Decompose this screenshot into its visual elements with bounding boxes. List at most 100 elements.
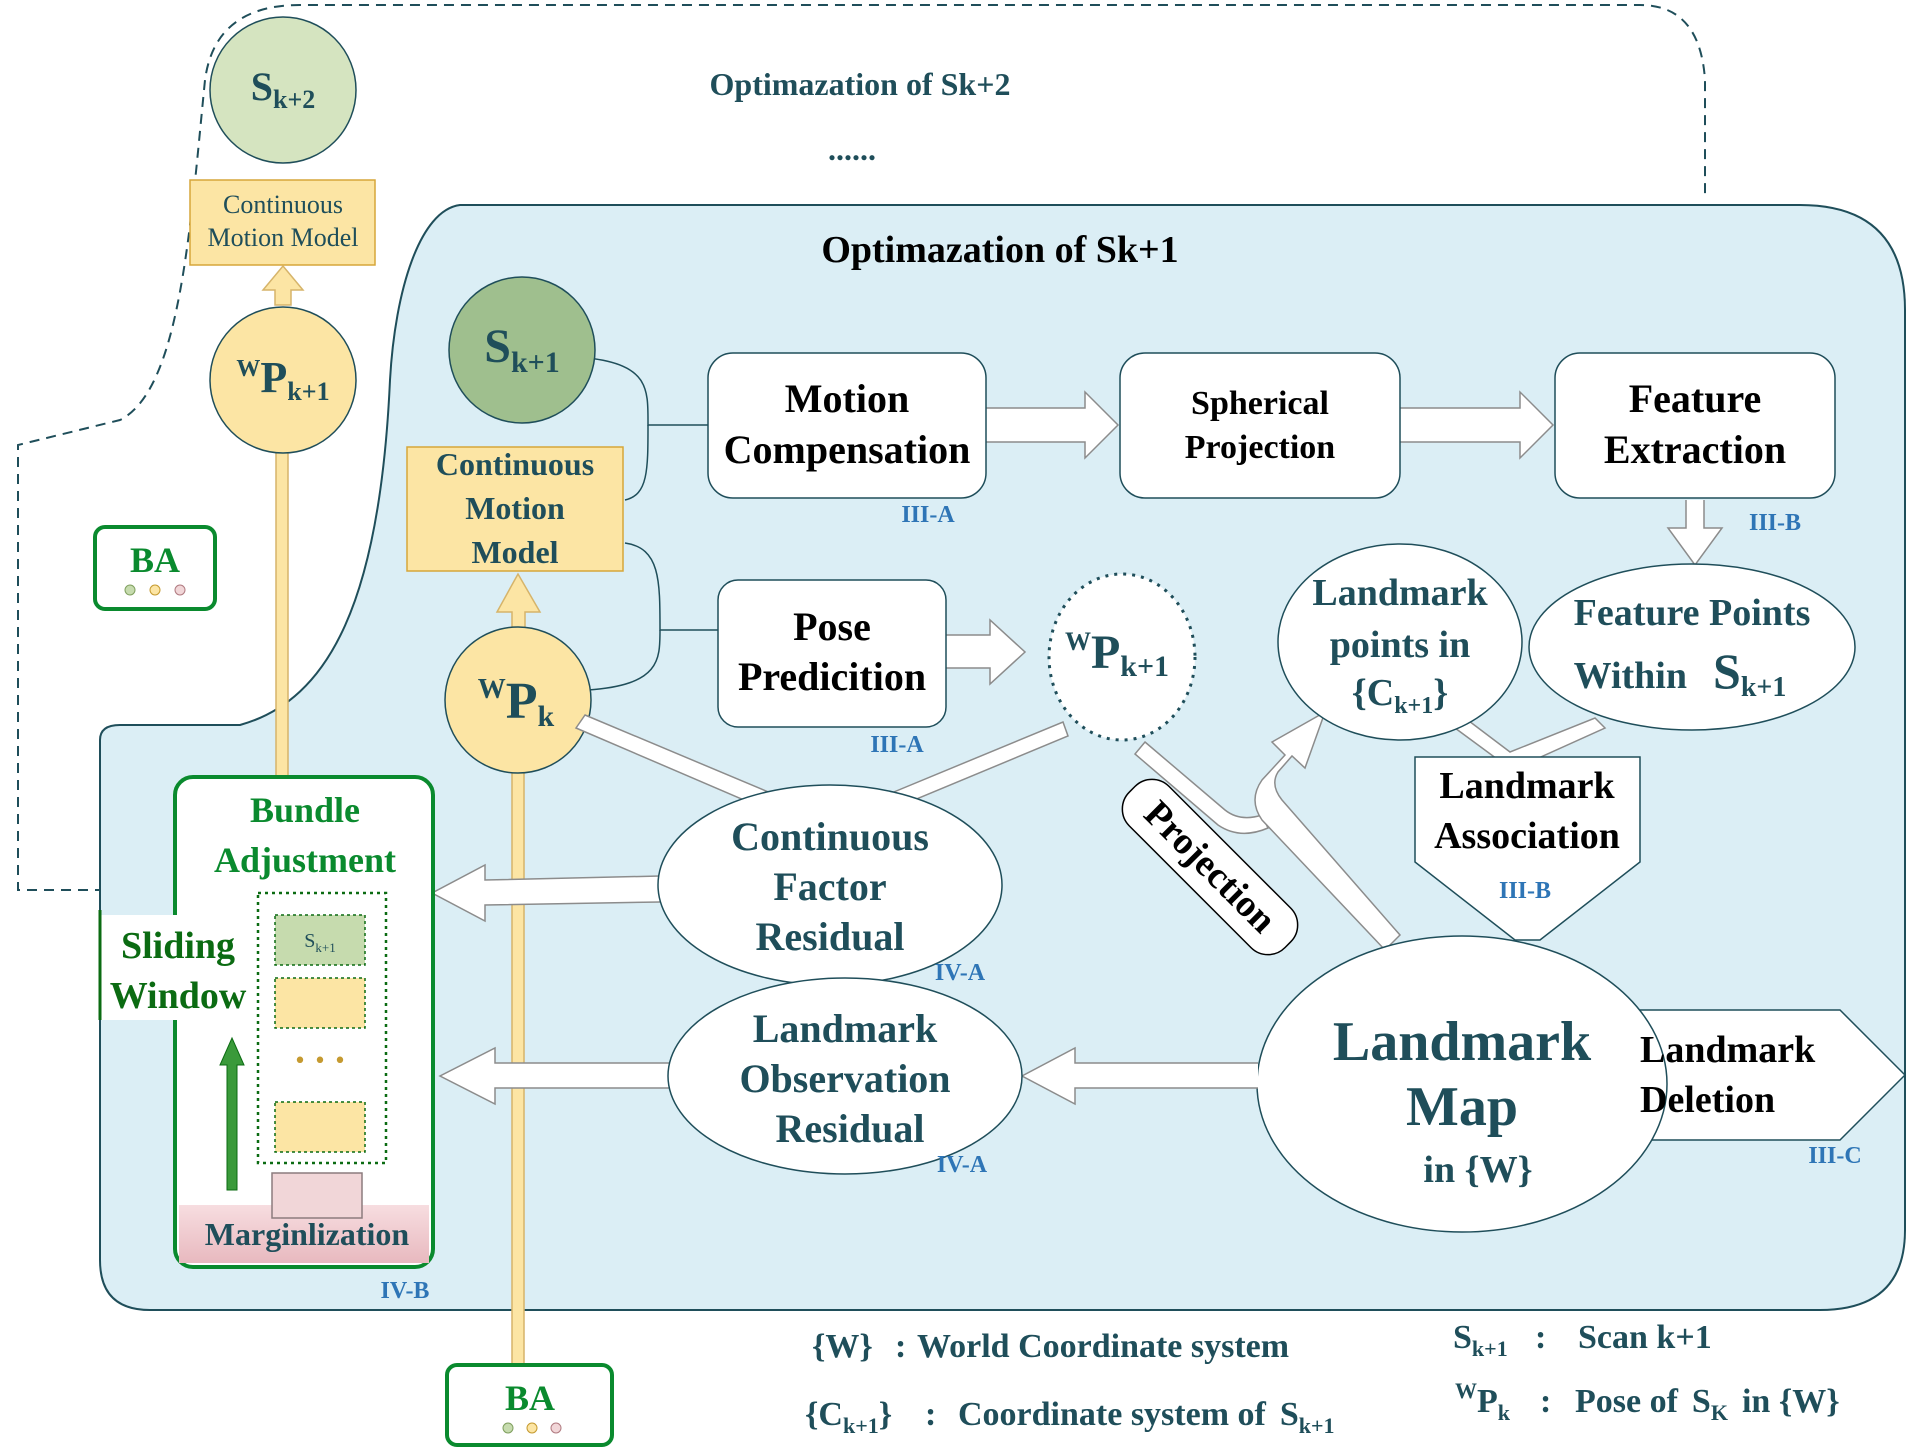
feature-extraction-line1: Feature [1629, 376, 1762, 421]
wp-k1-predicted-node [1047, 572, 1197, 742]
ba-bottom-dot-yellow [526, 1422, 538, 1434]
landmark-map-line2: Map [1406, 1076, 1518, 1138]
connector-wpk-to-pose [587, 629, 661, 691]
yellow-vertical-bar-left [275, 439, 289, 781]
feature-extraction-ref: III-B [1749, 510, 1801, 536]
cmm-inner-line3: Model [471, 534, 558, 570]
window-slot-2 [274, 977, 366, 1029]
continuous-factor-residual-ref: IV-A [935, 960, 986, 986]
landmark-points-line3: {Ck+1} [1352, 672, 1448, 719]
legend-s-sep: : [1535, 1319, 1546, 1356]
continuous-factor-residual-line1: Continuous [731, 814, 929, 859]
continuous-factor-residual-line3: Residual [756, 914, 905, 959]
legend-s-key: Sk+1 [1453, 1319, 1508, 1361]
s-k1-label: Sk+1 [484, 320, 559, 379]
legend: {W} : World Coordinate system {Ck+1} : C… [805, 1319, 1840, 1438]
spherical-projection-line1: Spherical [1191, 385, 1329, 422]
cmm-inner-line2: Motion [465, 490, 565, 526]
window-slot-3 [274, 1101, 366, 1153]
window-slot-sk1 [274, 914, 366, 966]
cmm-inner-line1: Continuous [436, 446, 594, 482]
legend-c-key: {Ck+1} [805, 1396, 892, 1438]
legend-w-sep: : [895, 1328, 906, 1365]
window-marginalized-slot [271, 1172, 363, 1219]
sliding-window-line2: Window [110, 975, 247, 1017]
ba-bottom-label: BA [505, 1378, 555, 1418]
cmm-inner-box [406, 446, 624, 572]
pose-prediction-line1: Pose [793, 604, 871, 649]
ba-bottom-dot-pink [550, 1422, 562, 1434]
bundle-adjustment-line1: Bundle [250, 790, 360, 830]
landmark-points-line2: points in [1330, 624, 1470, 666]
sliding-window-label-bg [100, 915, 250, 1020]
cmm-top-box [189, 179, 376, 266]
landmark-map-line1: Landmark [1333, 1011, 1592, 1073]
arrow-pose-to-wp [946, 618, 1027, 686]
landmark-points-line1: Landmark [1312, 572, 1488, 614]
wp-k-node [444, 626, 592, 774]
legend-p-key: WPk [1455, 1378, 1511, 1425]
ba-bottom-dot-green [502, 1422, 514, 1434]
cmm-top-line1: Continuous [223, 190, 343, 219]
legend-w-key: {W} [812, 1328, 873, 1365]
ba-left-dot-green [124, 584, 136, 596]
connector-cmm-to-pose [624, 542, 720, 631]
outer-loop-ellipsis: ...... [828, 131, 876, 167]
sliding-window-line1: Sliding [121, 925, 235, 967]
arrow-up-to-cmm-top [261, 264, 305, 306]
window-slot-sk1-label: Sk+1 [304, 930, 335, 955]
landmark-observation-residual-node [667, 977, 1023, 1175]
landmark-deletion-line2: Deletion [1640, 1079, 1775, 1121]
inner-loop-title: Optimazation of Sk+1 [821, 229, 1178, 271]
s-k2-node [209, 16, 357, 164]
feature-points-node [1528, 563, 1856, 731]
connector-sk1-to-motion [587, 357, 710, 426]
projection-arrow [1254, 710, 1402, 952]
pose-prediction-line2: Predicition [738, 654, 926, 699]
landmark-observation-residual-line1: Landmark [753, 1006, 938, 1051]
wp-k1-predicted-label: WPk+1 [1065, 626, 1169, 683]
landmark-association-line2: Association [1434, 815, 1620, 857]
landmark-deletion-ref: III-C [1808, 1143, 1861, 1169]
connector-cmm-to-motion [624, 424, 649, 501]
cmm-top-line2: Motion Model [208, 223, 359, 252]
landmark-observation-residual-line3: Residual [776, 1106, 925, 1151]
ba-left-dot-pink [174, 584, 186, 596]
motion-compensation-box [707, 352, 987, 499]
wp-k-label: WPk [478, 673, 555, 733]
arrow-lor-to-ba [438, 1046, 672, 1106]
landmark-map-line3: in {W} [1423, 1149, 1532, 1191]
ba-left-dot-yellow [149, 584, 161, 596]
wp-k1-top-node [209, 306, 357, 454]
outer-loop-title: Optimazation of Sk+2 [710, 66, 1011, 102]
landmark-observation-residual-line2: Observation [739, 1056, 950, 1101]
legend-s-desc: Scan k+1 [1578, 1319, 1712, 1356]
arrow-motion-to-spherical [985, 390, 1120, 460]
bundle-adjustment-line2: Adjustment [214, 840, 396, 880]
yellow-vertical-bar-middle [511, 699, 525, 1371]
band-wp-to-map [1133, 740, 1270, 834]
feature-extraction-box [1554, 352, 1836, 499]
motion-compensation-line1: Motion [785, 376, 909, 421]
legend-p-sep: : [1540, 1383, 1551, 1420]
marginalization-label: Marginlization [205, 1216, 410, 1252]
ba-bottom-badge [445, 1363, 614, 1447]
spherical-projection-line2: Projection [1185, 429, 1336, 466]
arrow-spherical-to-feature [1400, 390, 1555, 460]
legend-w-desc: World Coordinate system [917, 1328, 1289, 1365]
sliding-window-frame [256, 891, 388, 1165]
wp-k1-top-label: WPk+1 [236, 353, 329, 406]
window-slot-dots: • • • [294, 1049, 347, 1074]
s-k1-node [448, 276, 596, 424]
legend-c-sep: : [925, 1396, 936, 1433]
landmark-deletion-line1: Landmark [1640, 1029, 1816, 1071]
landmark-association-shape [1414, 756, 1641, 941]
pose-prediction-box [717, 579, 947, 728]
s-k2-label: Sk+2 [251, 64, 316, 114]
outer-loop-boundary [17, 4, 1706, 891]
spherical-projection-box [1119, 352, 1401, 499]
continuous-factor-residual-line2: Factor [773, 864, 886, 909]
